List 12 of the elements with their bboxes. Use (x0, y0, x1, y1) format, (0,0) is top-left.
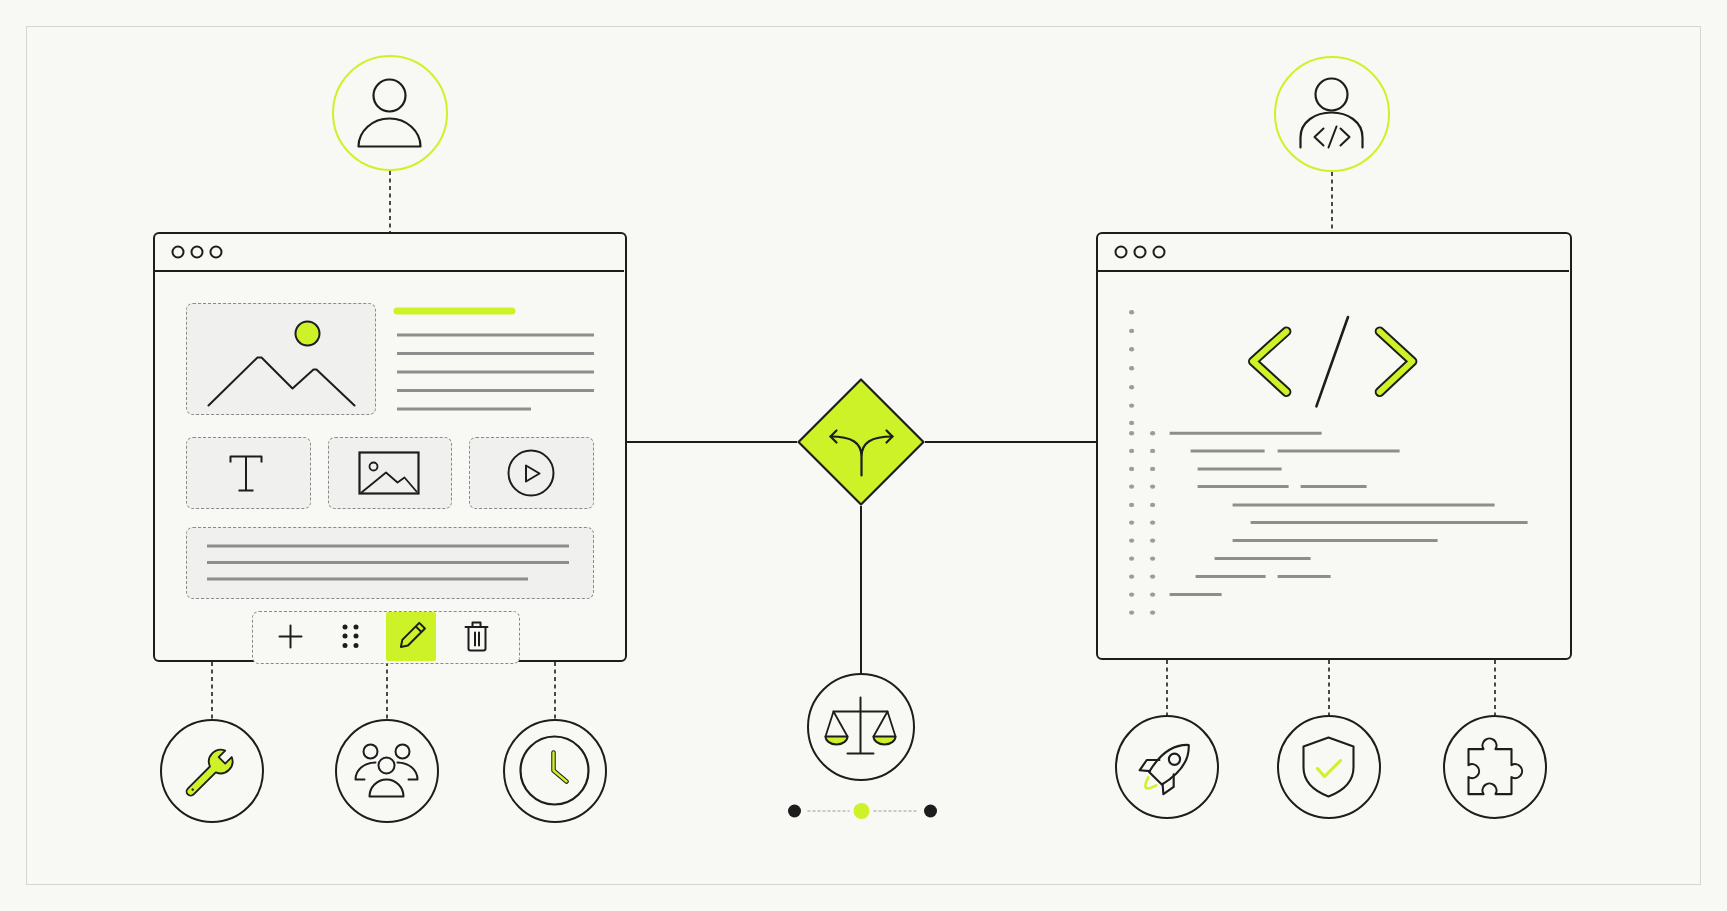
connector-line (860, 505, 862, 674)
dashed-connector (386, 661, 388, 720)
dashed-connector (1494, 659, 1496, 716)
browser-window (1096, 232, 1572, 660)
connector-line (924, 441, 1097, 443)
dashed-connector (211, 661, 213, 720)
dashed-connector (389, 170, 391, 233)
connector-line (626, 441, 798, 443)
browser-window (153, 232, 627, 662)
dashed-connector (1328, 659, 1330, 716)
dashed-connector (1166, 659, 1168, 716)
dashed-connector (554, 661, 556, 720)
